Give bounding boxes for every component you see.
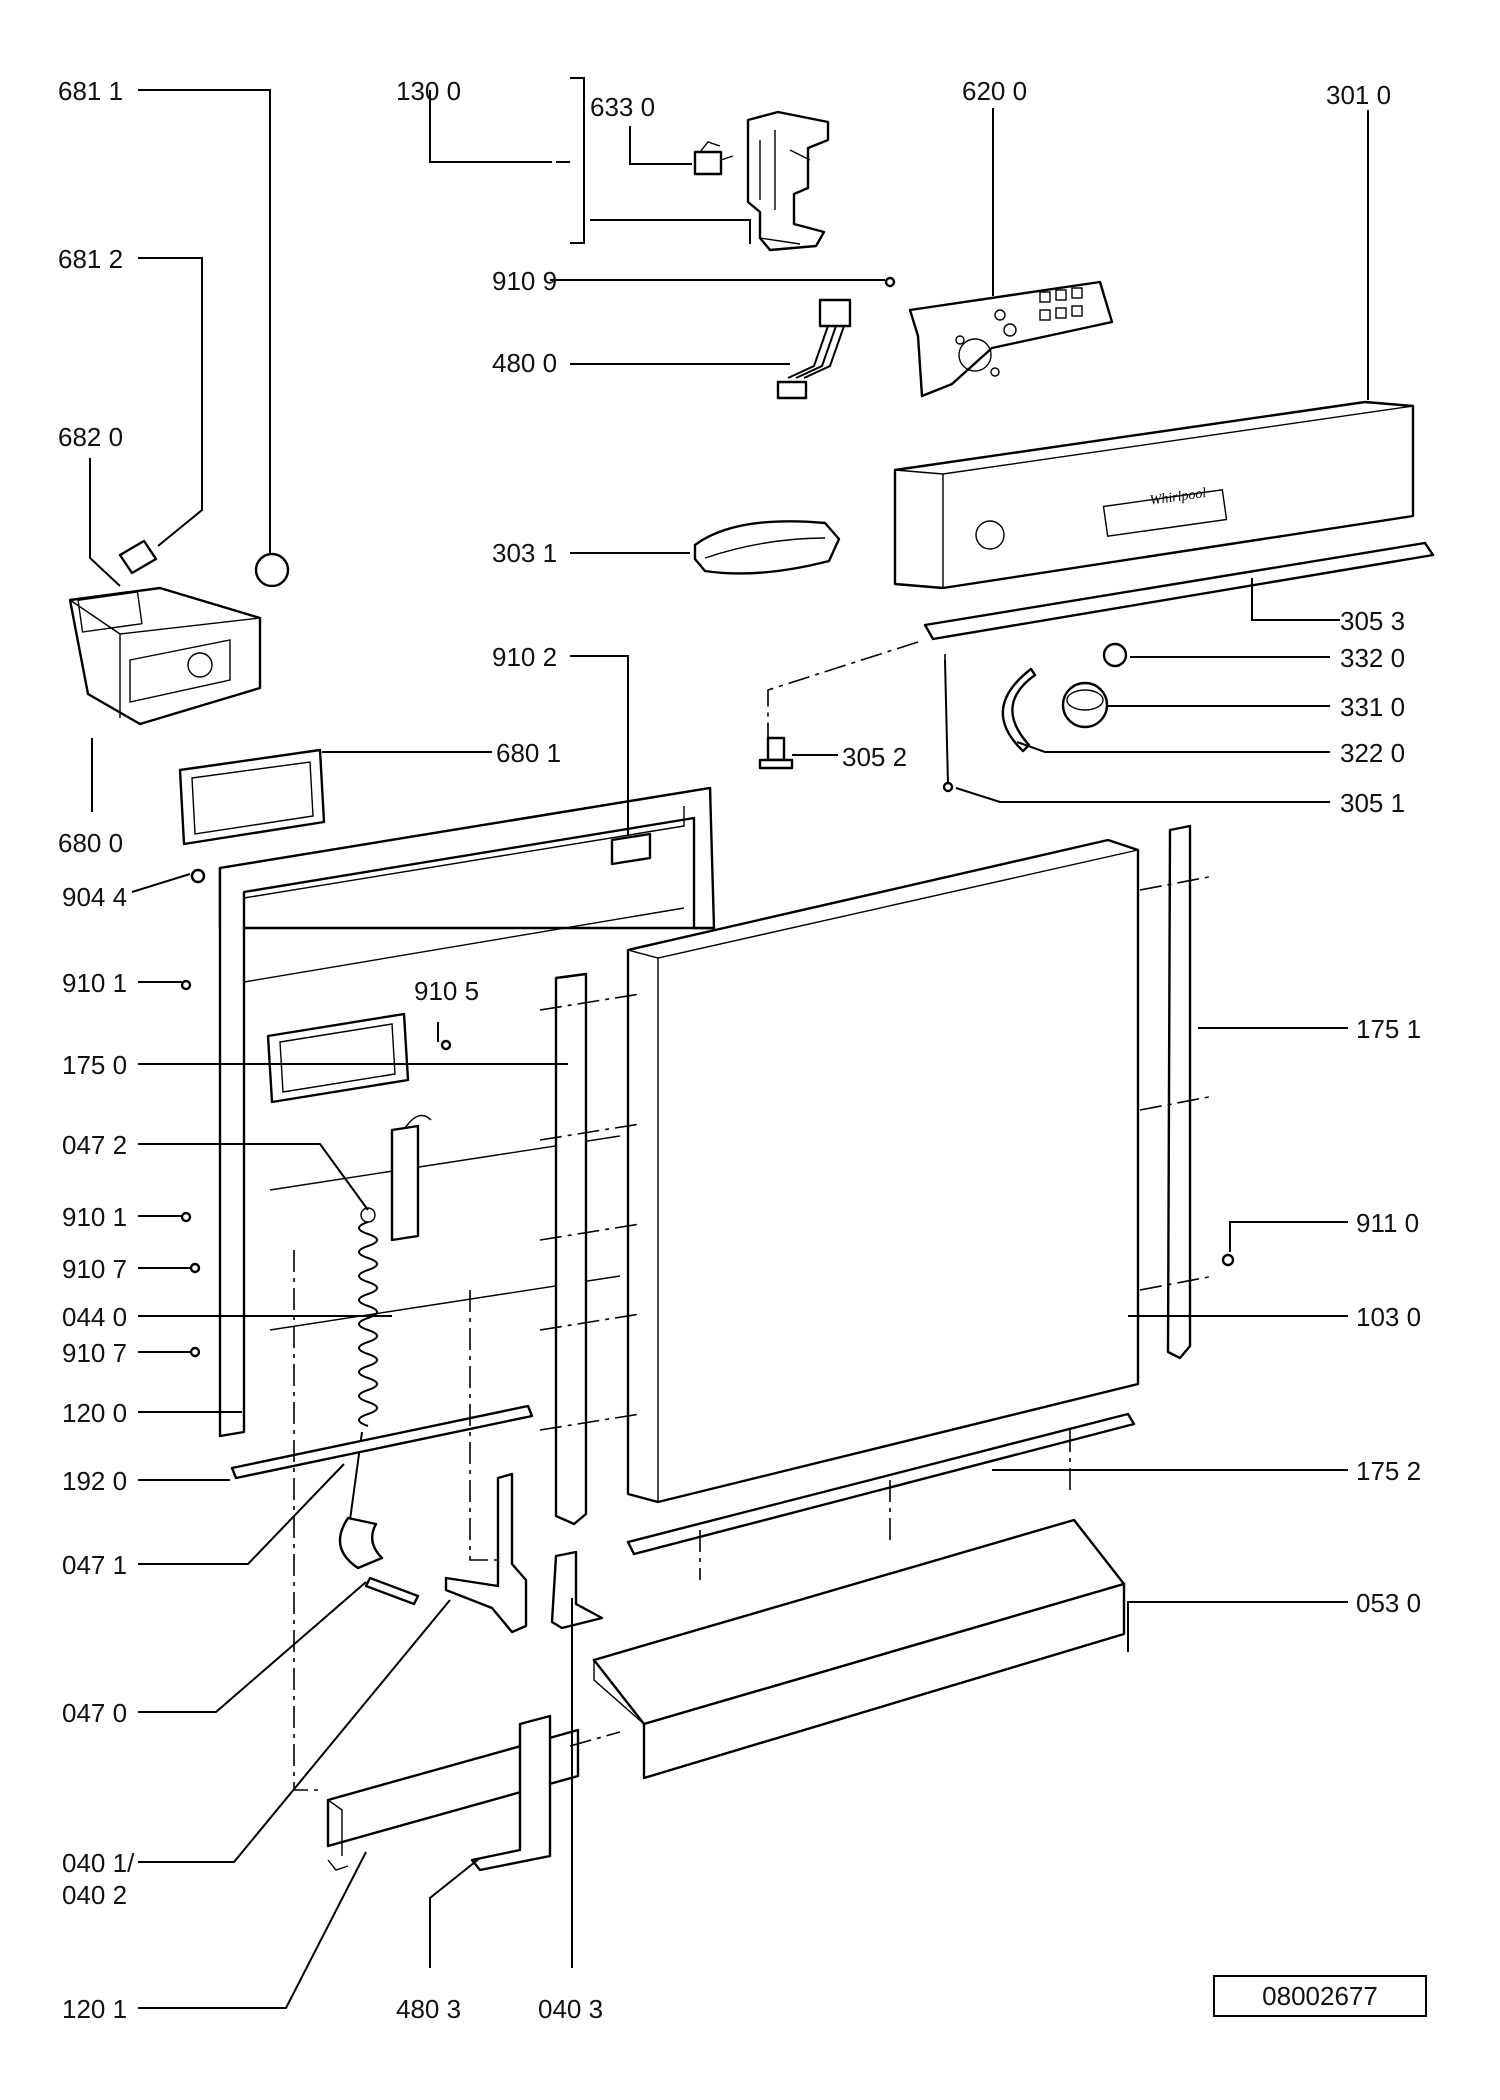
label-120-0: 120 0: [62, 1398, 127, 1428]
leader-lines: [89, 77, 1369, 2009]
label-047-0: 047 0: [62, 1698, 127, 1728]
label-910-7-b: 910 7: [62, 1338, 127, 1368]
label-680-1: 680 1: [496, 738, 561, 768]
label-480-3: 480 3: [396, 1994, 461, 2024]
document-number-box: 08002677: [1213, 1975, 1427, 2017]
label-910-7-a: 910 7: [62, 1254, 127, 1284]
label-322-0: 322 0: [1340, 738, 1405, 768]
part-130-0-latch: [746, 110, 830, 252]
label-175-1: 175 1: [1356, 1014, 1421, 1044]
part-047-2-spring: [349, 1207, 378, 1521]
label-910-9: 910 9: [492, 266, 557, 296]
part-480-3-bracket: [470, 1714, 552, 1872]
part-040-3-bracket: [550, 1550, 604, 1630]
label-040-2: 040 2: [62, 1880, 127, 1910]
label-910-1-b: 910 1: [62, 1202, 127, 1232]
part-322-0-ring: [1001, 667, 1037, 753]
label-044-0: 044 0: [62, 1302, 127, 1332]
label-303-1: 303 1: [492, 538, 557, 568]
part-681-2-small-part: [118, 539, 158, 575]
label-047-2: 047 2: [62, 1130, 127, 1160]
part-681-1-cap: [254, 552, 290, 588]
part-305-3-trim: [923, 541, 1435, 641]
part-480-0-cable: [776, 298, 852, 400]
part-053-0-kickplate: [592, 1518, 1126, 1780]
part-910-7-screw-a: [189, 1262, 201, 1274]
part-040-1-hinge-arm: [444, 1472, 528, 1634]
label-620-0: 620 0: [962, 76, 1027, 106]
label-047-1: 047 1: [62, 1550, 127, 1580]
part-175-2-bottom-trim: [626, 1412, 1136, 1556]
label-904-4: 904 4: [62, 882, 127, 912]
part-192-0-strip: [230, 1404, 534, 1480]
label-040-3: 040 3: [538, 1994, 603, 2024]
label-681-1: 681 1: [58, 76, 123, 106]
label-910-5: 910 5: [414, 976, 479, 1006]
label-192-0: 192 0: [62, 1466, 127, 1496]
part-303-1-cover: [693, 520, 841, 575]
part-620-0-control-board: [908, 280, 1114, 398]
label-305-1: 305 1: [1340, 788, 1405, 818]
label-053-0: 053 0: [1356, 1588, 1421, 1618]
part-120-1-lower-plate: [326, 1728, 580, 1871]
part-301-0-control-panel: Whirlpool: [893, 400, 1415, 590]
part-labels: 681 1 130 0 633 0 620 0 301 0 681 2 910 …: [58, 76, 1421, 2024]
part-332-0-knob: [1102, 642, 1128, 668]
part-175-1-side-trim: [1166, 824, 1192, 1360]
part-047-1-hinge: [338, 1516, 420, 1606]
part-044-0-bracket: [390, 1114, 432, 1242]
label-682-0: 682 0: [58, 422, 123, 452]
label-681-2: 681 2: [58, 244, 123, 274]
part-904-4-screw: [190, 868, 206, 884]
part-910-1-screw-a: [180, 979, 192, 991]
label-480-0: 480 0: [492, 348, 557, 378]
part-305-1-rod: [942, 659, 954, 793]
part-910-2-bracket: [610, 832, 652, 866]
part-910-7-screw-b: [189, 1346, 201, 1358]
label-331-0: 331 0: [1340, 692, 1405, 722]
document-number: 08002677: [1262, 1981, 1378, 2011]
label-175-0: 175 0: [62, 1050, 127, 1080]
label-130-0: 130 0: [396, 76, 461, 106]
part-103-0-outer-door: [626, 838, 1140, 1504]
label-305-2: 305 2: [842, 742, 907, 772]
part-910-1-screw-b: [180, 1211, 192, 1223]
part-175-0-side-trim: [554, 972, 588, 1526]
part-680-1-gasket: [178, 748, 326, 846]
label-175-2: 175 2: [1356, 1456, 1421, 1486]
part-911-0-screw: [1221, 1253, 1235, 1267]
label-305-3: 305 3: [1340, 606, 1405, 636]
part-120-0-inner-door: [218, 786, 716, 1438]
label-680-0: 680 0: [58, 828, 123, 858]
label-911-0: 911 0: [1356, 1208, 1419, 1238]
label-301-0: 301 0: [1326, 80, 1391, 110]
label-633-0: 633 0: [590, 92, 655, 122]
part-633-0-clip: [693, 141, 734, 176]
label-910-2: 910 2: [492, 642, 557, 672]
label-910-1-a: 910 1: [62, 968, 127, 998]
label-040-1: 040 1/: [62, 1848, 135, 1878]
part-305-2-clip: [758, 736, 794, 770]
part-331-0-knob: [1061, 681, 1109, 729]
part-680-0-dispenser: [68, 586, 262, 726]
part-910-9-screw: [884, 276, 896, 288]
label-103-0: 103 0: [1356, 1302, 1421, 1332]
part-910-5-screw: [440, 1039, 452, 1051]
label-120-1: 120 1: [62, 1994, 127, 2024]
label-332-0: 332 0: [1340, 643, 1405, 673]
